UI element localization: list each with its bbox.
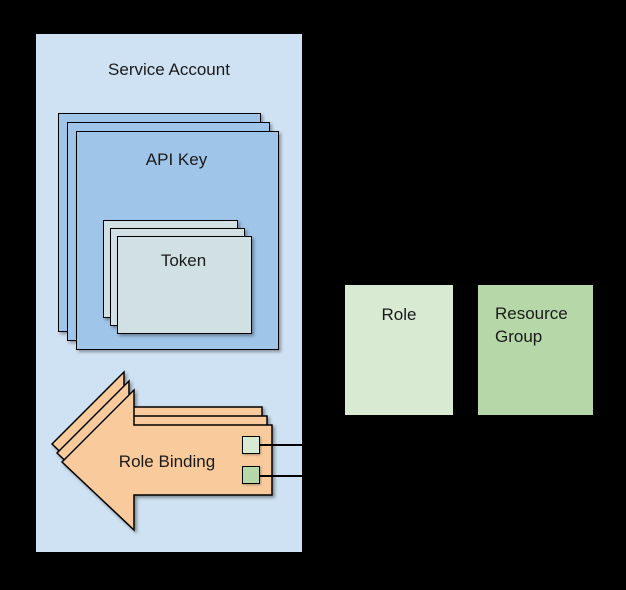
- role-box: [345, 285, 453, 415]
- token-box: [117, 236, 252, 334]
- role-binding-label: Role Binding: [118, 452, 216, 471]
- resource-group-label: Resource Group: [495, 304, 568, 346]
- role-binding-arrow-front: [60, 388, 273, 532]
- resource-group-box: [478, 285, 593, 415]
- connector-line-resource-group: [260, 475, 536, 477]
- api-key-label: API Key: [145, 150, 208, 169]
- role-marker-square: [242, 436, 260, 454]
- resource-group-marker-square: [242, 466, 260, 484]
- role-label: Role: [381, 305, 417, 324]
- service-account-label: Service Account: [108, 60, 230, 79]
- token-label: Token: [160, 251, 207, 270]
- connector-line-role: [260, 444, 399, 446]
